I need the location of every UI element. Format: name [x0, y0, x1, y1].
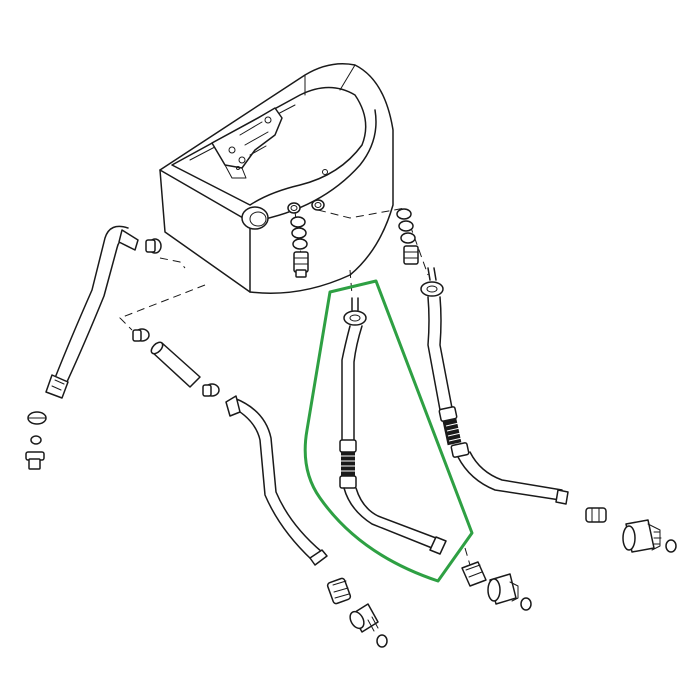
o-ring-center-bottom: [520, 597, 532, 611]
hose-clamp-lower-b: [202, 383, 220, 397]
o-ring-stack-right: [396, 208, 419, 265]
o-ring-left-bottom: [376, 634, 388, 648]
o-ring-right-bottom: [665, 539, 677, 553]
tank-port-right: [311, 199, 325, 211]
filler-neck: [241, 206, 269, 230]
fitting-center-elbow: [461, 561, 487, 587]
lower-hose-left: [132, 328, 328, 566]
fitting-left-union: [349, 603, 379, 633]
hose-clamp-upper: [145, 238, 162, 254]
drain-plug: [25, 451, 45, 470]
oil-tank: [159, 63, 394, 294]
o-ring-stack-left: [290, 216, 309, 278]
pipe-coupling-left: [339, 439, 357, 489]
drain-plug-assembly: [25, 411, 47, 470]
fitting-right-small: [585, 507, 607, 523]
fitting-right-union: [622, 519, 662, 553]
fitting-left-elbow: [326, 577, 352, 605]
o-ring-drain: [30, 435, 42, 445]
highlight-outline: [303, 279, 474, 583]
highlighted-pipe: [339, 297, 447, 555]
clamp-small: [27, 411, 47, 425]
tank-bracket: [211, 107, 283, 179]
tank-port-left: [287, 202, 301, 214]
banjo-fitting-right: [403, 245, 419, 265]
pipe-coupling-right: [438, 406, 470, 458]
rubber-sleeve: [150, 341, 201, 388]
fitting-center-union: [487, 573, 519, 605]
banjo-fitting-left: [293, 251, 309, 278]
hose-clamp-lower-a: [132, 328, 150, 342]
upper-hose-left: [45, 225, 162, 399]
right-pipe: [420, 267, 569, 505]
